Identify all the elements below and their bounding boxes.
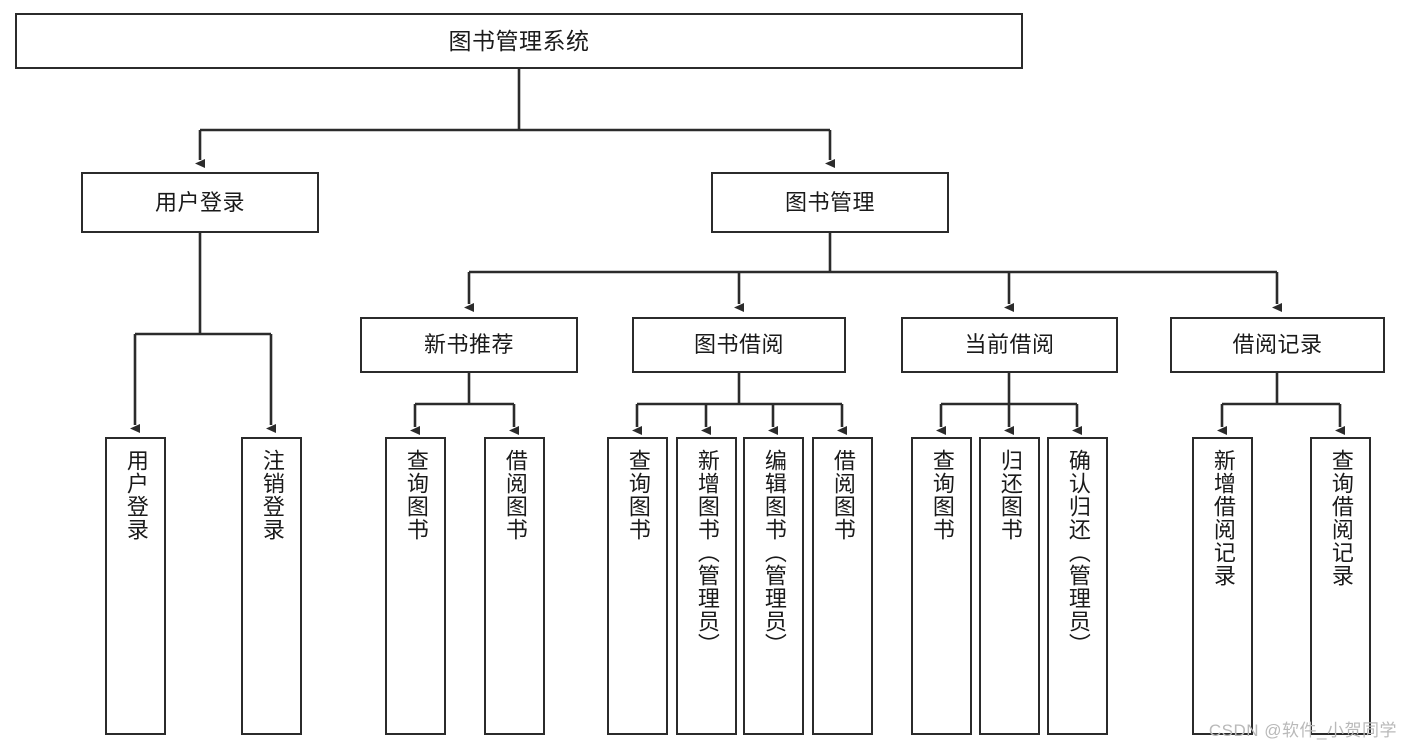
- node-label: 编辑图书（管理员）: [761, 449, 787, 656]
- node-root-system[interactable]: 图书管理系统: [15, 13, 1023, 69]
- node-leaf-edit-book[interactable]: 编辑图书（管理员）: [743, 437, 804, 735]
- node-label: 当前借阅: [964, 332, 1055, 358]
- node-label: 注销登录: [259, 449, 285, 541]
- node-borrow-record[interactable]: 借阅记录: [1170, 317, 1385, 373]
- node-leaf-return-book[interactable]: 归还图书: [979, 437, 1040, 735]
- node-label: 查询借阅记录: [1328, 449, 1354, 587]
- node-leaf-add-record[interactable]: 新增借阅记录: [1192, 437, 1253, 735]
- node-label: 用户登录: [123, 449, 149, 541]
- node-leaf-borrow-book-2[interactable]: 借阅图书: [812, 437, 873, 735]
- node-book-borrow[interactable]: 图书借阅: [632, 317, 846, 373]
- node-label: 新书推荐: [423, 332, 514, 358]
- node-label: 借阅图书: [502, 449, 528, 541]
- node-label: 借阅记录: [1232, 332, 1323, 358]
- node-leaf-logout-login[interactable]: 注销登录: [241, 437, 302, 735]
- node-leaf-confirm-return[interactable]: 确认归还（管理员）: [1047, 437, 1108, 735]
- node-label: 图书管理: [784, 189, 875, 215]
- node-user-login[interactable]: 用户登录: [81, 172, 319, 233]
- node-current-borrow[interactable]: 当前借阅: [901, 317, 1118, 373]
- node-label: 查询图书: [929, 449, 955, 541]
- node-new-book-recommend[interactable]: 新书推荐: [360, 317, 578, 373]
- node-leaf-query-book-1[interactable]: 查询图书: [385, 437, 446, 735]
- node-label: 借阅图书: [830, 449, 856, 541]
- node-leaf-add-book[interactable]: 新增图书（管理员）: [676, 437, 737, 735]
- node-label: 确认归还（管理员）: [1065, 449, 1091, 656]
- node-leaf-query-book-2[interactable]: 查询图书: [607, 437, 668, 735]
- node-label: 查询图书: [403, 449, 429, 541]
- node-leaf-query-record[interactable]: 查询借阅记录: [1310, 437, 1371, 735]
- node-label: 新增借阅记录: [1210, 449, 1236, 587]
- node-book-management[interactable]: 图书管理: [711, 172, 949, 233]
- node-label: 归还图书: [997, 449, 1023, 541]
- node-leaf-query-book-3[interactable]: 查询图书: [911, 437, 972, 735]
- csdn-watermark: CSDN @软件_小贺同学: [1208, 721, 1397, 740]
- node-label: 用户登录: [154, 189, 245, 215]
- node-label: 查询图书: [625, 449, 651, 541]
- node-leaf-user-login[interactable]: 用户登录: [105, 437, 166, 735]
- node-label: 新增图书（管理员）: [694, 449, 720, 656]
- node-leaf-borrow-book-1[interactable]: 借阅图书: [484, 437, 545, 735]
- node-label: 图书管理系统: [448, 27, 590, 54]
- node-label: 图书借阅: [693, 332, 784, 358]
